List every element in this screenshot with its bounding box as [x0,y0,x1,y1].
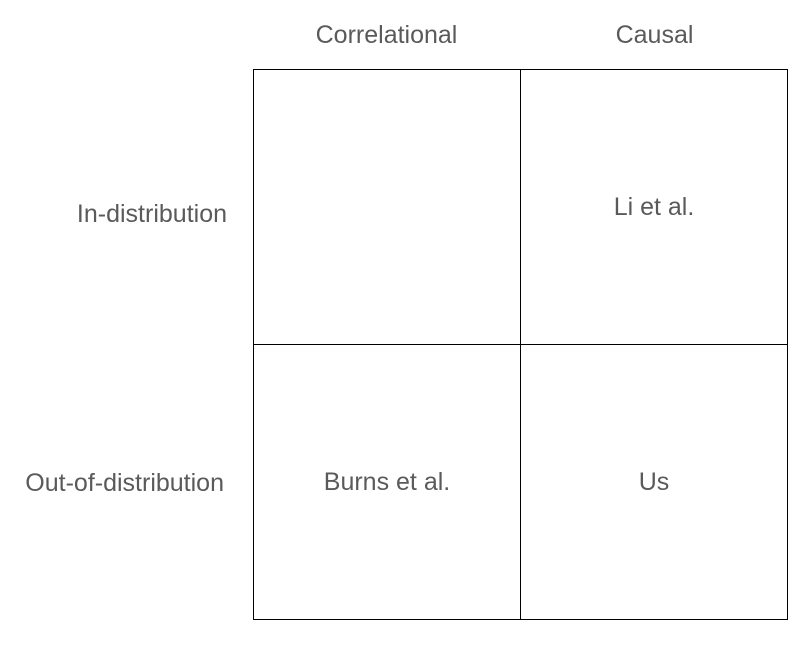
row-header-out-of-distribution: Out-of-distribution [25,469,224,497]
cell-in-distribution-causal: Li et al. [613,192,695,221]
quadrant-grid: Li et al. Burns et al. Us [253,69,788,620]
cell-out-of-distribution-correlational: Burns et al. [323,467,451,496]
horizontal-divider [254,344,787,345]
row-header-in-distribution: In-distribution [76,200,227,228]
cell-in-distribution-correlational [254,70,520,344]
column-header-correlational: Correlational [315,21,458,49]
column-header-causal: Causal [615,21,694,49]
cell-out-of-distribution-causal: Us [638,467,670,496]
